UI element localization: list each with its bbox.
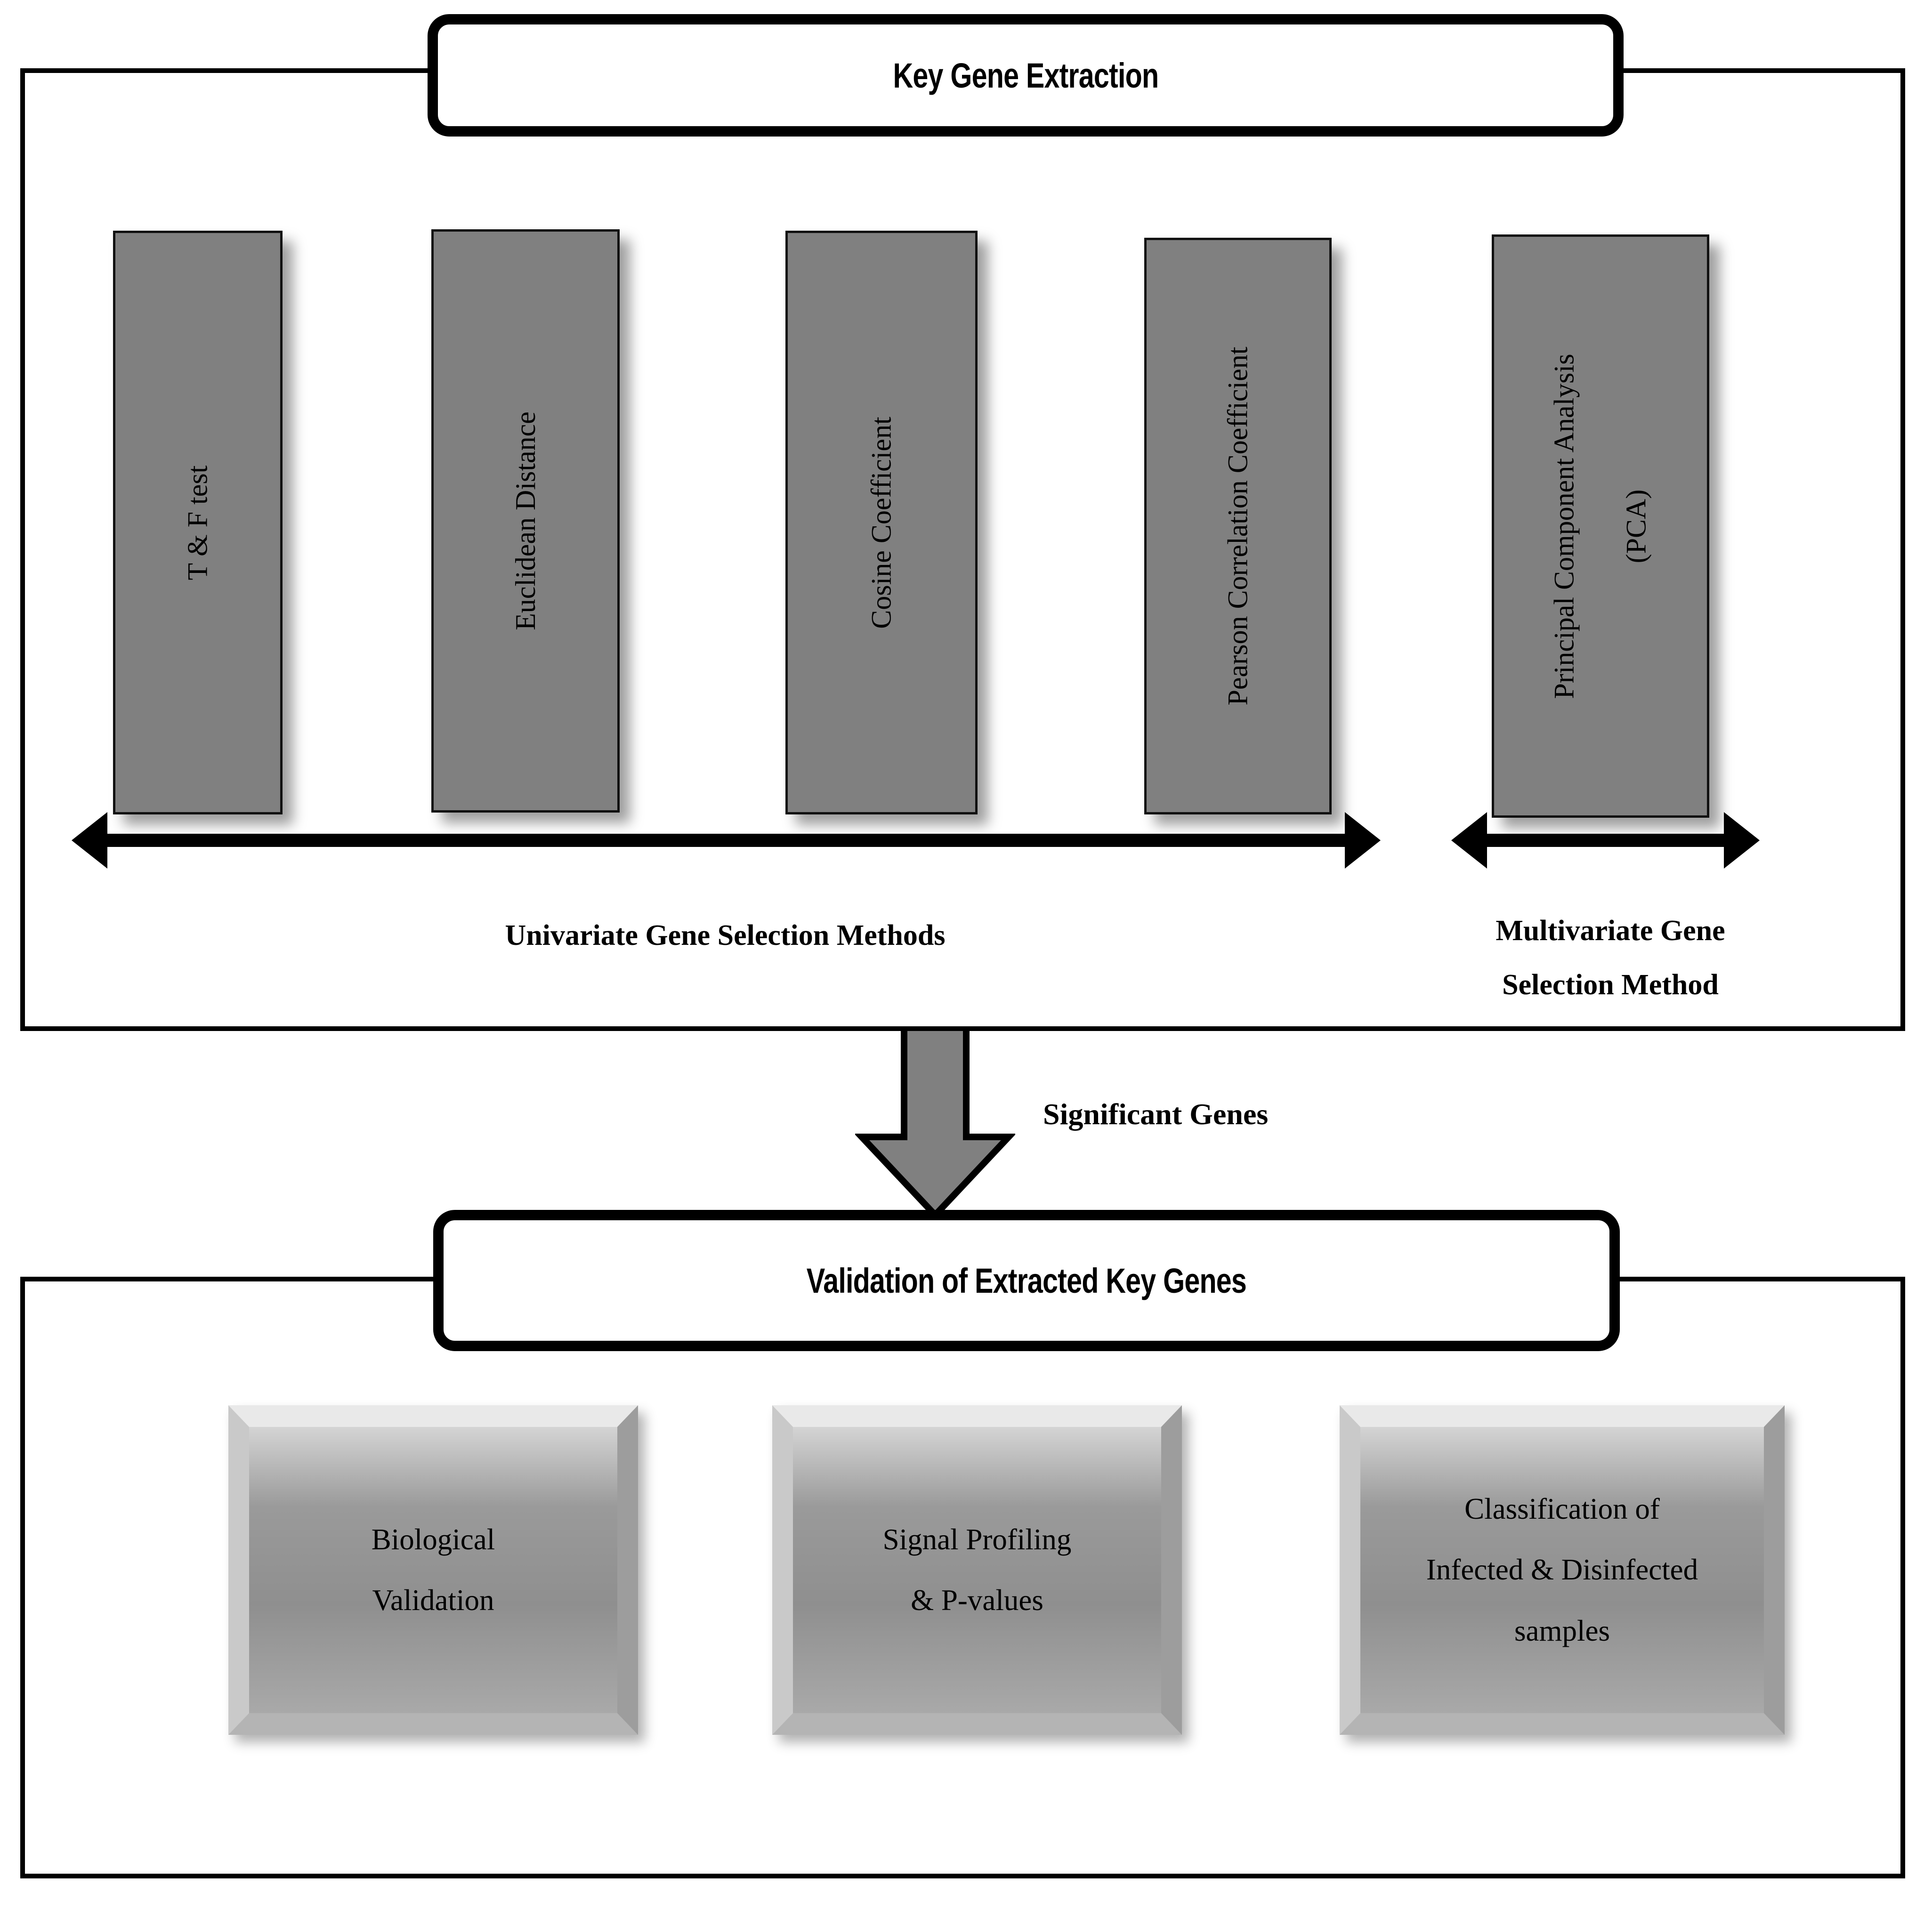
validation-label-line2: Infected & Disinfected (1426, 1553, 1698, 1587)
validation-label-line1: Classification of (1464, 1492, 1660, 1526)
validation-label-line1: Biological (371, 1522, 495, 1556)
arrow-shaft (1479, 834, 1731, 847)
method-label-pca-line1: Principal Component Analysis (1549, 353, 1580, 699)
multivariate-group-label-line2: Selection Method (1502, 968, 1719, 1001)
univariate-group-label: Univariate Gene Selection Methods (505, 919, 946, 951)
validation-label-line2: & P-values (911, 1584, 1043, 1617)
validation-box-signal-profiling[interactable]: Signal Profiling & P-values (772, 1405, 1182, 1735)
method-label-pearson-correlation-coefficient: Pearson Correlation Coefficient (1222, 346, 1253, 706)
key-gene-extraction-banner: Key Gene Extraction (428, 14, 1624, 137)
validation-box-biological-validation-label: Biological Validation (372, 1509, 495, 1631)
method-box-t-f-test[interactable]: T & F test (113, 231, 283, 814)
arrow-head-right-icon (1345, 812, 1381, 869)
method-box-cosine-coefficient[interactable]: Cosine Coefficient (785, 231, 978, 814)
method-label-principal-component-analysis: Principal Component Analysis (PCA) (1528, 354, 1673, 699)
key-gene-extraction-title: Key Gene Extraction (893, 56, 1159, 95)
significant-genes-label: Significant Genes (1043, 1097, 1269, 1131)
validation-label-line2: Validation (372, 1584, 494, 1617)
arrow-head-right-icon (1724, 812, 1760, 869)
method-box-pearson-correlation-coefficient[interactable]: Pearson Correlation Coefficient (1144, 238, 1332, 814)
validation-title: Validation of Extracted Key Genes (806, 1261, 1247, 1300)
method-label-pca-line2: (PCA) (1621, 489, 1652, 563)
method-label-cosine-coefficient: Cosine Coefficient (865, 416, 897, 629)
validation-label-line1: Signal Profiling (882, 1522, 1072, 1556)
validation-banner: Validation of Extracted Key Genes (433, 1210, 1620, 1351)
down-block-arrow-icon (855, 1028, 1015, 1216)
validation-box-biological-validation[interactable]: Biological Validation (228, 1405, 638, 1735)
arrow-shaft (100, 834, 1352, 847)
univariate-range-arrow-icon (72, 812, 1381, 869)
method-box-euclidean-distance[interactable]: Euclidean Distance (431, 229, 620, 813)
multivariate-group-label: Multivariate Gene Selection Method (1408, 904, 1813, 1012)
validation-box-classification-label: Classification of Infected & Disinfected… (1426, 1479, 1698, 1661)
multivariate-range-arrow-icon (1451, 812, 1760, 869)
method-label-euclidean-distance: Euclidean Distance (509, 411, 541, 630)
validation-box-classification[interactable]: Classification of Infected & Disinfected… (1340, 1405, 1785, 1735)
validation-box-signal-profiling-label: Signal Profiling & P-values (883, 1509, 1072, 1631)
validation-label-line3: samples (1514, 1614, 1610, 1647)
multivariate-group-label-line1: Multivariate Gene (1495, 915, 1725, 947)
method-label-t-f-test: T & F test (182, 465, 213, 580)
method-box-principal-component-analysis[interactable]: Principal Component Analysis (PCA) (1492, 234, 1709, 818)
